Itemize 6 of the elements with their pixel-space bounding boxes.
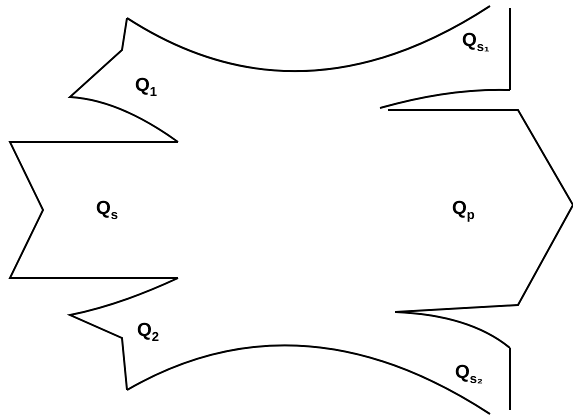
flow-symbol: Q$_{s₂}$ [455,362,483,390]
flow-symbol: Q$_{p}$ [452,198,475,226]
flow-symbol: Q$_{1}$ [135,75,158,103]
flow-symbol: Q$_{s}$ [96,198,118,226]
flow-symbol: Q$_{s₁}$ [462,30,490,58]
flow-symbol: Q$_{2}$ [137,320,160,348]
